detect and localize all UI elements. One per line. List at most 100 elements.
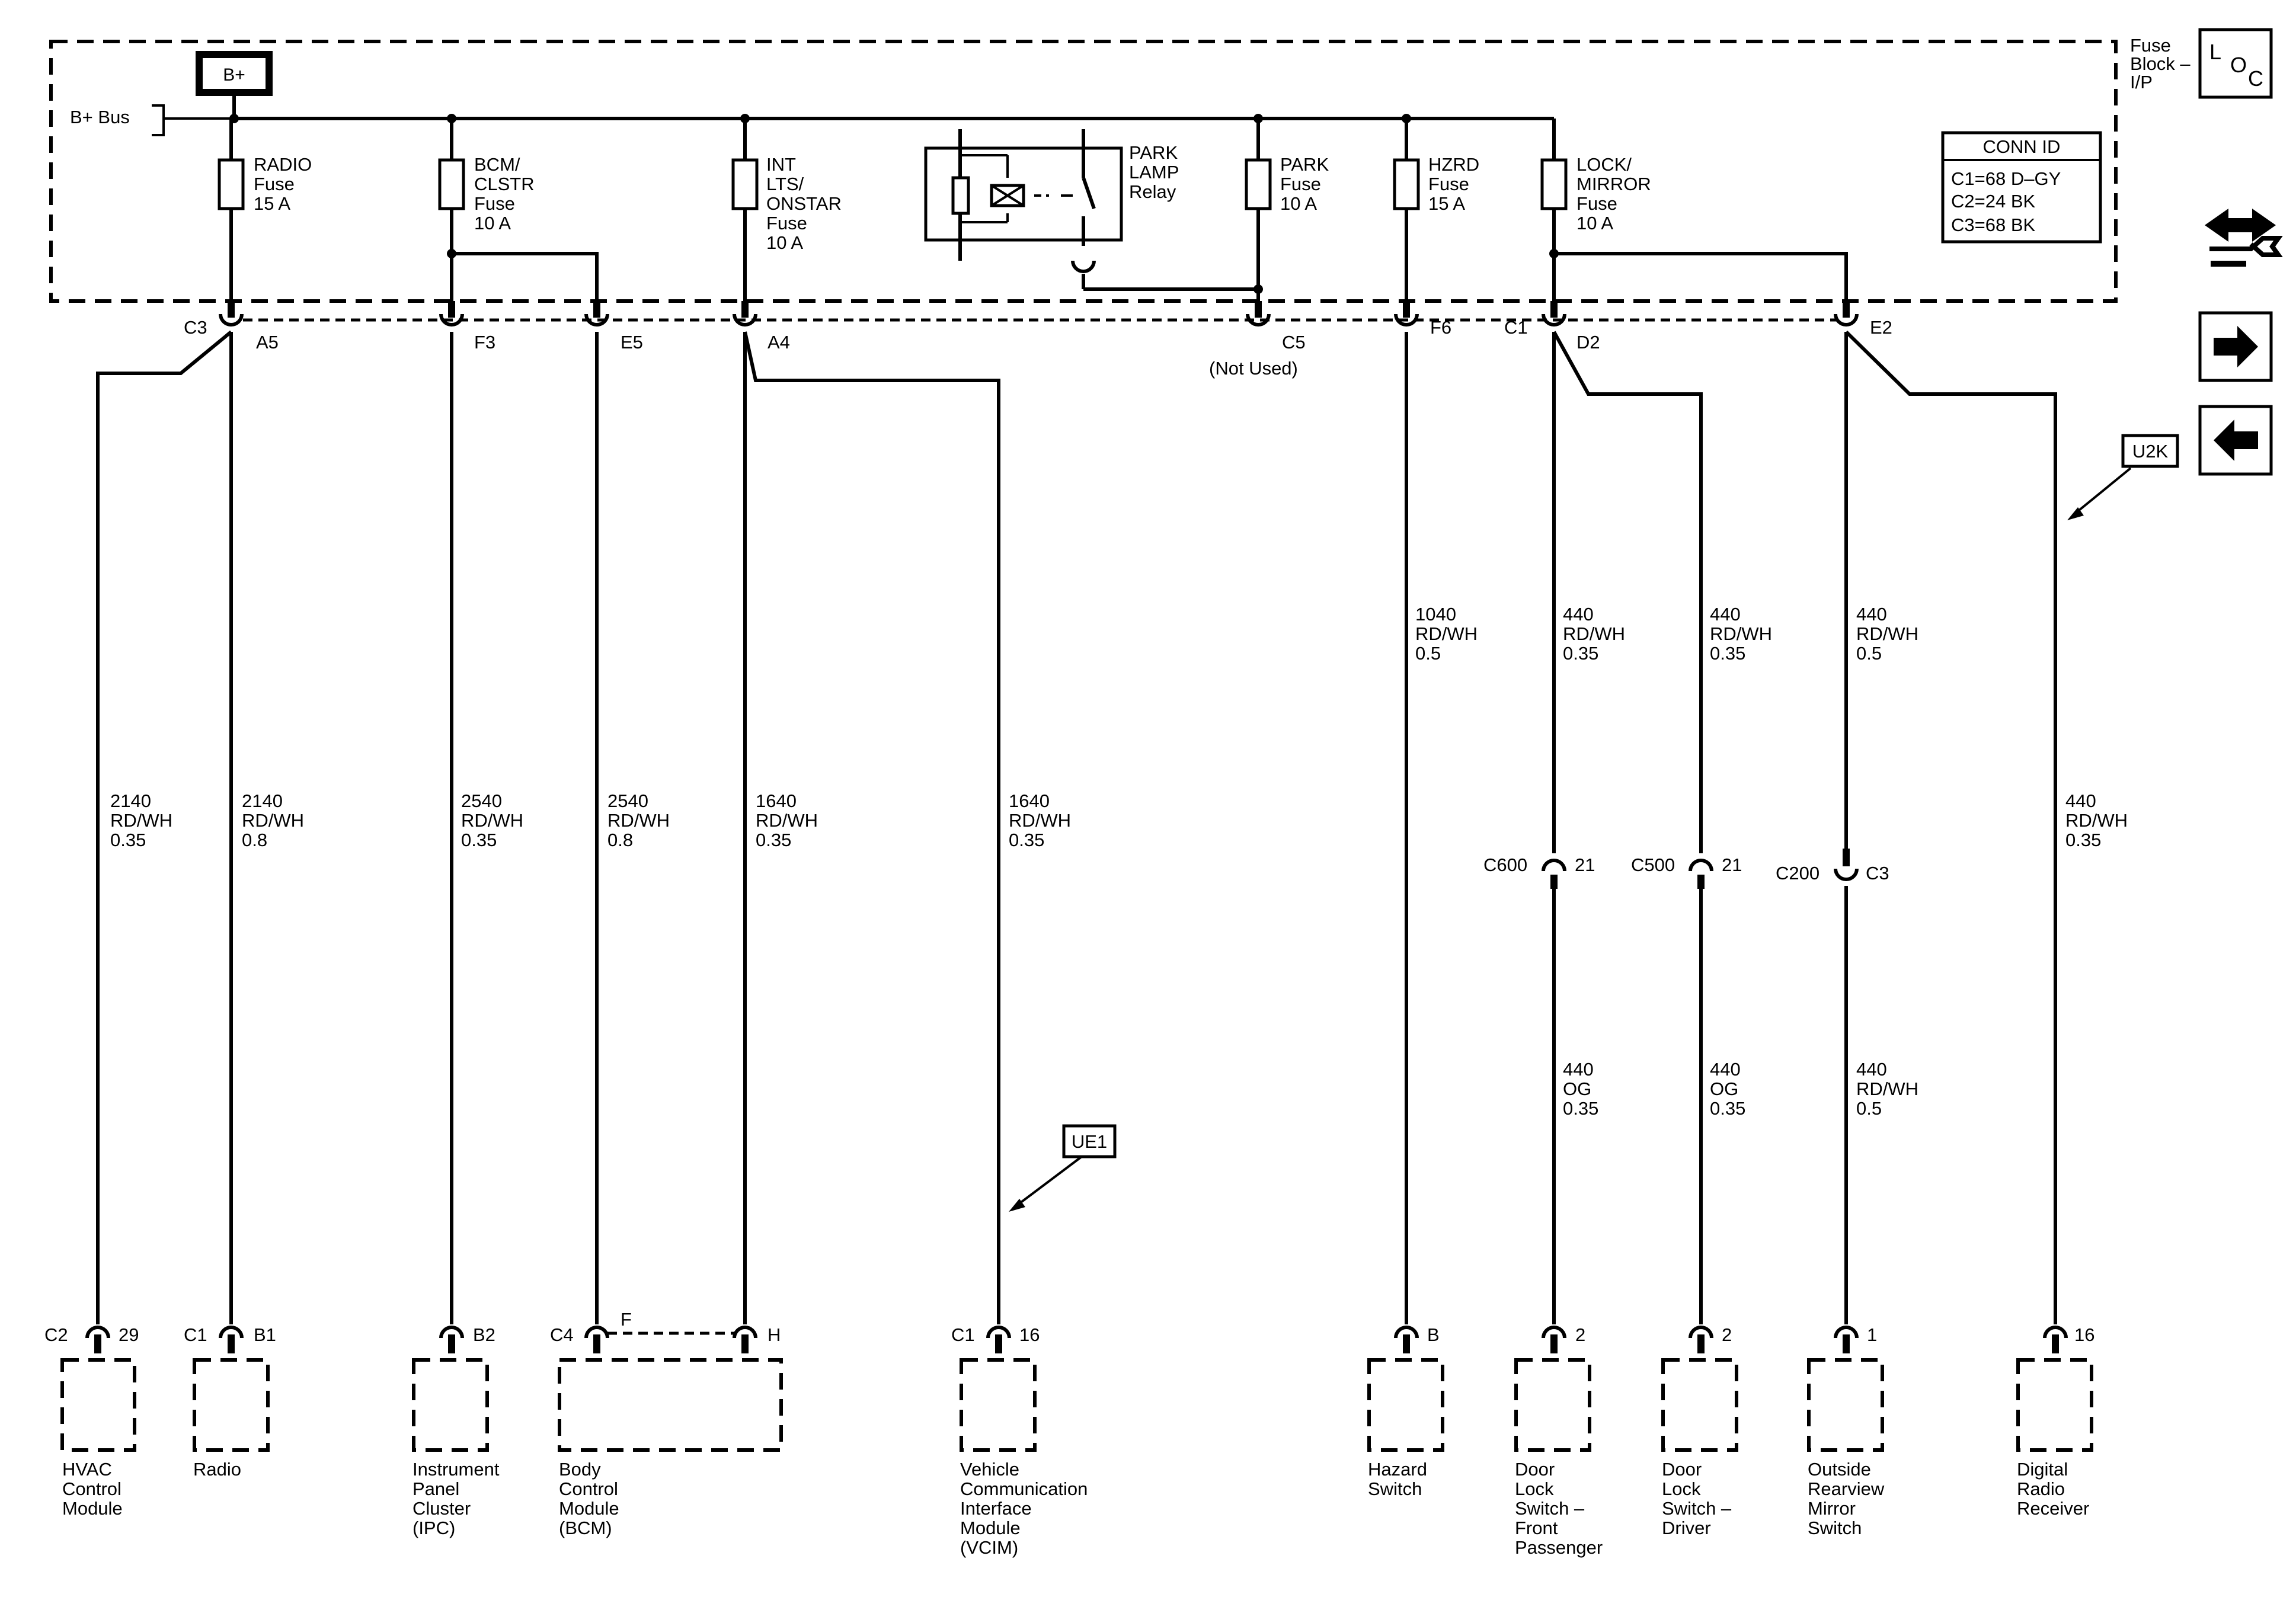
previous-page-arrow-icon[interactable]: [2198, 405, 2273, 476]
svg-text:10 A: 10 A: [766, 232, 803, 253]
svg-text:Interface: Interface: [960, 1498, 1032, 1519]
wrench-tools-icon[interactable]: [2205, 209, 2283, 267]
svg-text:OG: OG: [1710, 1078, 1738, 1099]
svg-text:C2: C2: [44, 1324, 68, 1345]
svg-text:RD/WH: RD/WH: [1856, 1078, 1918, 1099]
svg-text:A5: A5: [256, 332, 279, 353]
svg-text:C1: C1: [1504, 317, 1528, 338]
svg-text:Mirror: Mirror: [1808, 1498, 1856, 1519]
bplus-bus-label: B+ Bus: [70, 104, 234, 136]
svg-text:I/P: I/P: [2130, 72, 2153, 92]
svg-text:2140: 2140: [242, 790, 283, 811]
svg-text:2: 2: [1722, 1324, 1732, 1345]
component-vcim: C1 16 Vehicle Communication Interface Mo…: [951, 1324, 1088, 1558]
svg-text:Vehicle: Vehicle: [960, 1459, 1019, 1480]
svg-text:C3=68 BK: C3=68 BK: [1951, 215, 2036, 235]
component-terminal: [1542, 1326, 1566, 1353]
svg-text:0.35: 0.35: [461, 830, 497, 850]
block-terminal: [1542, 301, 1566, 327]
svg-text:LOCK/: LOCK/: [1576, 154, 1632, 175]
svg-text:C200: C200: [1776, 863, 1819, 884]
component-door-lock-switch-front-passenger: 2 Door Lock Switch – Front Passenger: [1514, 1324, 1603, 1558]
svg-text:F6: F6: [1430, 317, 1451, 338]
ref-u2k-callout[interactable]: U2K: [2067, 434, 2179, 520]
svg-text:RD/WH: RD/WH: [2065, 810, 2128, 831]
svg-text:Digital: Digital: [2017, 1459, 2068, 1480]
lock-mirror-fuse: LOCK/ MIRROR Fuse 10 A: [1540, 119, 1848, 311]
svg-text:Fuse: Fuse: [254, 174, 295, 194]
svg-text:Block –: Block –: [2130, 53, 2191, 74]
svg-text:2140: 2140: [110, 790, 151, 811]
svg-text:CONN ID: CONN ID: [1983, 136, 2061, 157]
block-terminal: [1834, 301, 1859, 327]
svg-text:BCM/: BCM/: [474, 154, 520, 175]
svg-text:Door: Door: [1515, 1459, 1555, 1480]
svg-text:Fuse: Fuse: [1280, 174, 1321, 194]
svg-text:RD/WH: RD/WH: [242, 810, 304, 831]
radio-fuse: RADIO Fuse 15 A: [218, 119, 312, 311]
svg-text:10 A: 10 A: [1576, 213, 1613, 233]
svg-text:1640: 1640: [756, 790, 797, 811]
svg-text:(IPC): (IPC): [412, 1518, 455, 1538]
svg-text:RD/WH: RD/WH: [607, 810, 670, 831]
svg-text:Outside: Outside: [1808, 1459, 1871, 1480]
svg-text:Front: Front: [1515, 1518, 1558, 1538]
svg-text:10 A: 10 A: [1280, 193, 1317, 214]
next-page-arrow-icon[interactable]: [2198, 311, 2273, 382]
svg-text:C1: C1: [951, 1324, 975, 1345]
svg-text:Panel: Panel: [412, 1478, 459, 1499]
svg-text:B+: B+: [223, 65, 245, 85]
component-terminal: [439, 1326, 464, 1353]
svg-text:0.35: 0.35: [1710, 1098, 1745, 1119]
svg-text:Instrument: Instrument: [412, 1459, 500, 1480]
svg-text:0.35: 0.35: [2065, 830, 2101, 850]
svg-text:A4: A4: [768, 332, 790, 353]
svg-text:RD/WH: RD/WH: [1856, 623, 1918, 644]
svg-text:15 A: 15 A: [1428, 193, 1465, 214]
svg-text:0.5: 0.5: [1856, 643, 1882, 664]
block-terminal: [1246, 301, 1271, 327]
bplus-source: B+: [196, 51, 273, 119]
svg-text:Switch –: Switch –: [1662, 1498, 1732, 1519]
component-terminal: [733, 1326, 757, 1353]
svg-text:0.35: 0.35: [110, 830, 146, 850]
svg-text:B1: B1: [254, 1324, 276, 1345]
block-terminal: [733, 301, 757, 327]
svg-text:440: 440: [1563, 604, 1594, 625]
component-body-control-module: C4 F H Body Control Module (BCM): [550, 1309, 783, 1538]
conn-id-table: CONN ID C1=68 D–GY C2=24 BK C3=68 BK: [1941, 131, 2102, 244]
svg-text:0.8: 0.8: [607, 830, 633, 850]
component-hvac-control-module: C2 29 HVAC Control Module: [44, 1324, 139, 1519]
svg-text:Switch: Switch: [1808, 1518, 1862, 1538]
svg-text:Rearview: Rearview: [1808, 1478, 1885, 1499]
svg-text:HZRD: HZRD: [1428, 154, 1479, 175]
svg-text:MIRROR: MIRROR: [1576, 174, 1651, 194]
svg-text:0.8: 0.8: [242, 830, 267, 850]
svg-text:UE1: UE1: [1072, 1131, 1107, 1152]
int-lts-onstar-fuse: INT LTS/ ONSTAR Fuse 10 A: [731, 119, 842, 311]
loc-icon[interactable]: L O C: [2198, 28, 2273, 99]
svg-text:Control: Control: [559, 1478, 618, 1499]
svg-text:440: 440: [1563, 1059, 1594, 1080]
svg-text:C5: C5: [1282, 332, 1306, 353]
svg-text:C3: C3: [184, 317, 207, 338]
svg-text:ONSTAR: ONSTAR: [766, 193, 842, 214]
svg-text:(Not Used): (Not Used): [1209, 358, 1298, 379]
svg-text:C1=68 D–GY: C1=68 D–GY: [1951, 168, 2061, 189]
svg-text:C600: C600: [1483, 854, 1527, 875]
park-fuse: PARK Fuse 10 A: [1245, 119, 1329, 311]
svg-text:1: 1: [1867, 1324, 1877, 1345]
svg-text:Cluster: Cluster: [412, 1498, 471, 1519]
svg-text:C500: C500: [1631, 854, 1675, 875]
svg-text:1640: 1640: [1009, 790, 1050, 811]
svg-text:D2: D2: [1576, 332, 1600, 353]
svg-text:Body: Body: [559, 1459, 601, 1480]
ref-ue1-callout[interactable]: UE1: [1009, 1124, 1117, 1212]
wire-labels: 2140 RD/WH 0.35 2140 RD/WH 0.8 2540 RD/W…: [110, 604, 2128, 1119]
svg-text:Lock: Lock: [1515, 1478, 1554, 1499]
component-outside-rearview-mirror-switch: 1 Outside Rearview Mirror Switch: [1807, 1324, 1885, 1538]
svg-text:PARK: PARK: [1280, 154, 1329, 175]
svg-text:0.5: 0.5: [1856, 1098, 1882, 1119]
svg-text:Switch –: Switch –: [1515, 1498, 1585, 1519]
